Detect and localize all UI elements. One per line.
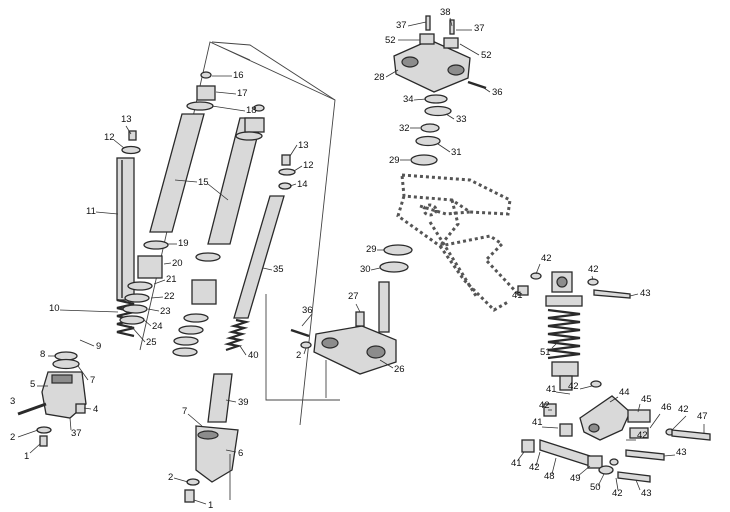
part-label-l33: 33 [456, 114, 467, 125]
part-label-l27: 27 [348, 291, 359, 302]
part-label-l13a: 13 [121, 114, 132, 125]
part-label-l18: 18 [246, 105, 257, 116]
part-label-l13b: 13 [298, 140, 309, 151]
part-label-l49: 49 [570, 473, 581, 484]
part-label-l36a: 36 [302, 305, 313, 316]
part-label-l51: 51 [540, 347, 551, 358]
part-label-l21: 21 [166, 274, 177, 285]
part-label-l26: 26 [394, 364, 405, 375]
frame-outline [396, 173, 522, 312]
part-label-l37a: 37 [71, 428, 82, 439]
part-label-l41a: 41 [512, 290, 523, 301]
part-label-l42h: 42 [612, 488, 623, 499]
part-label-l41c: 41 [532, 417, 543, 428]
part-label-l52a: 52 [385, 35, 396, 46]
part-label-l45: 45 [641, 394, 652, 405]
part-label-l1b: 1 [208, 500, 213, 511]
part-label-l7a: 7 [90, 375, 95, 386]
part-label-l42e: 42 [678, 404, 689, 415]
part-label-l32: 32 [399, 123, 410, 134]
part-label-l42d: 42 [539, 400, 550, 411]
part-label-l9: 9 [96, 341, 101, 352]
part-label-l23: 23 [160, 306, 171, 317]
part-label-l2a: 2 [10, 432, 15, 443]
part-label-l46: 46 [661, 402, 672, 413]
part-label-l12b: 12 [303, 160, 314, 171]
part-label-l41d: 41 [511, 458, 522, 469]
part-label-l39: 39 [238, 397, 249, 408]
part-label-l35: 35 [273, 264, 284, 275]
part-label-l47: 47 [697, 411, 708, 422]
part-label-l37c: 37 [474, 23, 485, 34]
part-label-l41b: 41 [546, 384, 557, 395]
part-label-l37b: 37 [396, 20, 407, 31]
part-label-l11: 11 [86, 206, 96, 217]
part-label-l34: 34 [403, 94, 414, 105]
upper-triple-clamp [385, 15, 491, 166]
part-label-l15: 15 [198, 177, 209, 188]
part-label-l38: 38 [440, 7, 451, 18]
part-label-l10: 10 [49, 303, 60, 314]
part-label-l42b: 42 [588, 264, 599, 275]
part-label-l40: 40 [248, 350, 259, 361]
part-label-l29b: 29 [366, 244, 377, 255]
part-label-l36b: 36 [492, 87, 503, 98]
part-label-l19: 19 [178, 238, 189, 249]
part-label-l25: 25 [146, 337, 157, 348]
part-label-l2c: 2 [296, 350, 301, 361]
part-label-l44: 44 [619, 387, 630, 398]
part-label-l43c: 43 [641, 488, 652, 499]
part-label-l1a: 1 [24, 451, 29, 462]
fork-internals-box [119, 41, 336, 426]
right-fork-leg [173, 144, 340, 505]
part-label-l17: 17 [237, 88, 248, 99]
part-label-l8: 8 [40, 349, 45, 360]
part-label-l29a: 29 [389, 155, 400, 166]
lower-triple-clamp [290, 244, 413, 398]
left-fork-leg [17, 125, 141, 454]
part-label-l14: 14 [297, 179, 308, 190]
part-label-l3: 3 [10, 396, 15, 407]
part-label-l42g: 42 [529, 462, 540, 473]
part-label-l43a: 43 [640, 288, 651, 299]
part-label-l6: 6 [238, 448, 243, 459]
part-label-l31: 31 [451, 147, 462, 158]
part-label-l5: 5 [30, 379, 35, 390]
part-label-l42a: 42 [541, 253, 552, 264]
part-label-l20: 20 [172, 258, 183, 269]
part-label-l30: 30 [360, 264, 371, 275]
part-label-l7b: 7 [182, 406, 187, 417]
part-label-l48: 48 [544, 471, 555, 482]
part-label-l43b: 43 [676, 447, 687, 458]
part-label-l22: 22 [164, 291, 175, 302]
part-label-l42c: 42 [568, 381, 579, 392]
part-label-l12a: 12 [104, 132, 115, 143]
part-label-l4: 4 [93, 404, 98, 415]
part-label-l52b: 52 [481, 50, 492, 61]
part-label-l24: 24 [152, 321, 163, 332]
part-label-l28: 28 [374, 72, 385, 83]
rear-shock-group [517, 263, 711, 491]
part-label-l16: 16 [233, 70, 244, 81]
part-label-l50: 50 [590, 482, 601, 493]
part-label-l42f: 42 [637, 430, 648, 441]
part-label-l2b: 2 [168, 472, 173, 483]
